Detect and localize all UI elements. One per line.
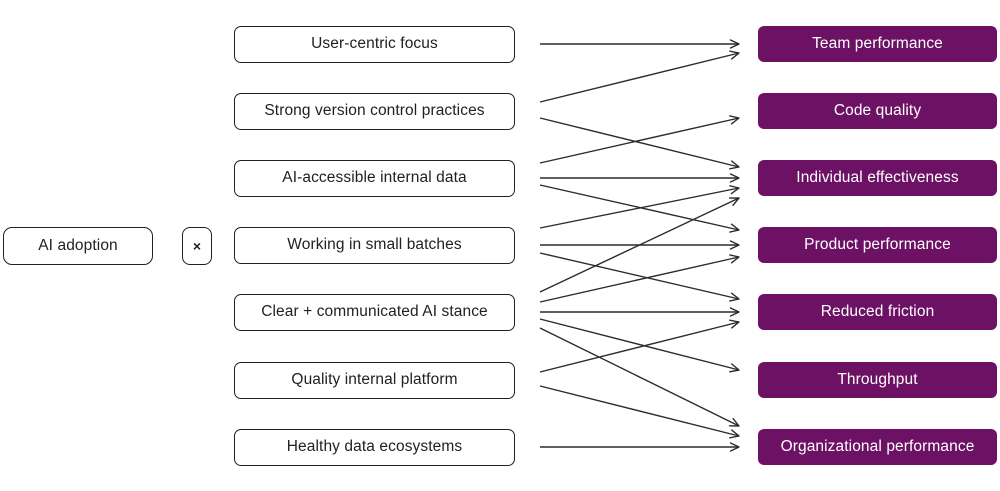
arrow-practice3-outcome2 bbox=[539, 185, 740, 229]
outcome-label: Individual effectiveness bbox=[796, 169, 959, 186]
outcome-box-2: Individual effectiveness bbox=[758, 160, 997, 196]
arrow-practice1-outcome0 bbox=[539, 50, 740, 103]
arrow-practice1-outcome2 bbox=[539, 117, 740, 170]
arrow-practice4-outcome2 bbox=[539, 197, 740, 293]
arrow-practice4-outcome6 bbox=[539, 327, 740, 427]
practice-label: Quality internal platform bbox=[291, 371, 458, 388]
arrow-practice5-outcome4 bbox=[539, 319, 740, 373]
practice-box-6: Healthy data ecosystems bbox=[234, 428, 515, 466]
arrow-practice4-outcome3 bbox=[539, 254, 740, 303]
arrow-practice5-outcome6 bbox=[539, 385, 740, 439]
outcome-label: Team performance bbox=[812, 35, 943, 52]
ai-adoption-box: AI adoption bbox=[3, 227, 153, 265]
practice-box-4: Clear + communicated AI stance bbox=[234, 293, 515, 331]
outcome-label: Code quality bbox=[833, 102, 922, 119]
practice-box-0: User-centric focus bbox=[234, 25, 515, 63]
outcome-label: Reduced friction bbox=[820, 303, 935, 320]
arrow-practice4-outcome5 bbox=[539, 318, 740, 373]
practice-label: AI-accessible internal data bbox=[282, 169, 467, 186]
outcome-box-6: Organizational performance bbox=[758, 429, 997, 465]
outcome-box-3: Product performance bbox=[758, 227, 997, 263]
outcome-label: Product performance bbox=[804, 236, 951, 253]
outcome-box-4: Reduced friction bbox=[758, 294, 997, 330]
outcome-label: Throughput bbox=[837, 371, 918, 388]
practice-label: Healthy data ecosystems bbox=[286, 438, 463, 455]
practice-box-5: Quality internal platform bbox=[234, 361, 515, 399]
multiply-operator-box: × bbox=[182, 227, 212, 265]
practice-label: User-centric focus bbox=[311, 35, 438, 52]
arrow-practice2-outcome3 bbox=[539, 184, 740, 233]
outcome-box-0: Team performance bbox=[758, 26, 997, 62]
outcome-box-5: Throughput bbox=[758, 362, 997, 398]
practice-label: Strong version control practices bbox=[264, 102, 485, 119]
practice-label: Clear + communicated AI stance bbox=[261, 303, 488, 320]
outcome-box-1: Code quality bbox=[758, 93, 997, 129]
practice-box-3: Working in small batches bbox=[234, 226, 515, 264]
practice-box-1: Strong version control practices bbox=[234, 92, 515, 130]
outcome-label: Organizational performance bbox=[780, 438, 975, 455]
arrow-practice3-outcome4 bbox=[539, 252, 740, 302]
multiply-icon: × bbox=[192, 238, 202, 254]
practice-label: Working in small batches bbox=[287, 236, 462, 253]
practice-box-2: AI-accessible internal data bbox=[234, 159, 515, 197]
arrow-practice2-outcome1 bbox=[539, 115, 740, 164]
ai-adoption-label: AI adoption bbox=[38, 237, 118, 254]
